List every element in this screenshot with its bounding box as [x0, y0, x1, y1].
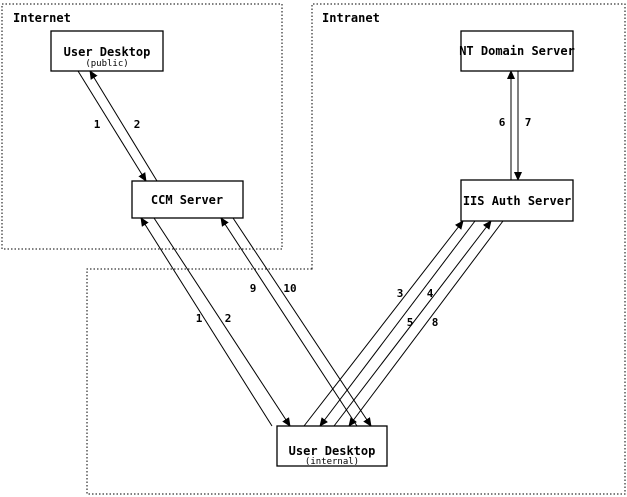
edge-5-internal-desktop-to-iis — [333, 220, 492, 427]
node-title: CCM Server — [151, 193, 223, 207]
edge-3-internal-desktop-to-iis — [303, 220, 464, 427]
node-iis-auth-server — [460, 179, 574, 222]
edge-8-iis-to-internal-desktop — [348, 220, 504, 427]
edge-label: 8 — [432, 316, 439, 329]
node-title: NT Domain Server — [459, 44, 575, 58]
edge-label: 6 — [499, 116, 506, 129]
edge-2-ccm-to-public-desktop — [89, 70, 158, 182]
edge-label: 7 — [525, 116, 532, 129]
edge-label: 9 — [250, 282, 257, 295]
node-ccm-server — [131, 180, 244, 219]
intranet-zone-border — [86, 3, 626, 495]
edge-1-public-desktop-to-ccm — [77, 70, 147, 182]
edge-label: 5 — [407, 316, 414, 329]
edge-label: 1 — [196, 312, 203, 325]
intranet-zone-label: Intranet — [322, 11, 380, 25]
edge-2-ccm-to-internal-desktop — [153, 217, 291, 427]
internet-zone-label: Internet — [13, 11, 71, 25]
edge-1-internal-desktop-to-ccm — [140, 217, 273, 427]
edge-label: 10 — [283, 282, 296, 295]
edge-label: 1 — [94, 118, 101, 131]
node-user-desktop-public — [50, 30, 164, 72]
node-title: IIS Auth Server — [463, 194, 571, 208]
node-subtitle: (public) — [85, 59, 128, 69]
node-title: User Desktop — [289, 444, 376, 458]
edge-9-internal-desktop-to-ccm — [220, 217, 358, 427]
edge-label: 3 — [397, 287, 404, 300]
edge-10-ccm-to-internal-desktop — [232, 217, 372, 427]
edge-label: 4 — [427, 287, 434, 300]
node-user-desktop-internal — [276, 425, 388, 467]
node-title: User Desktop — [64, 45, 151, 59]
edge-4-iis-to-internal-desktop — [319, 220, 476, 427]
node-subtitle: (internal) — [305, 457, 359, 467]
node-nt-domain-server — [460, 30, 574, 72]
edge-label: 2 — [134, 118, 141, 131]
internet-zone-border — [1, 3, 283, 250]
edge-label: 2 — [225, 312, 232, 325]
